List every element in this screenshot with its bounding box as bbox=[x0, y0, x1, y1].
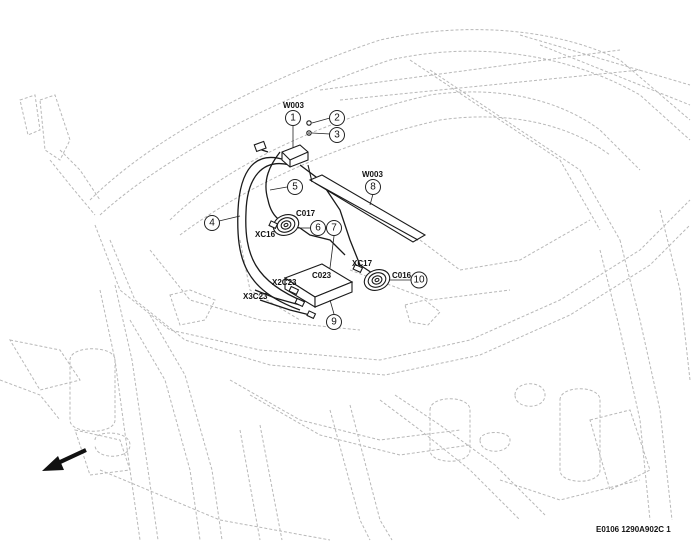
cab-ghost-outline bbox=[0, 29, 691, 541]
callout-1: 1 bbox=[285, 110, 301, 126]
plug-x3c23 bbox=[294, 297, 317, 320]
label-w003-top: W003 bbox=[283, 101, 304, 110]
callout-8: 8 bbox=[365, 179, 381, 195]
washer-fastener bbox=[306, 130, 312, 136]
callout-4: 4 bbox=[204, 215, 220, 231]
callout-9: 9 bbox=[326, 314, 342, 330]
svg-text:9: 9 bbox=[331, 317, 337, 328]
figure-reference-code: E0106 1290A902C 1 bbox=[596, 525, 671, 534]
svg-text:5: 5 bbox=[292, 182, 298, 193]
callout-6: 6 bbox=[310, 220, 326, 236]
svg-text:8: 8 bbox=[370, 182, 376, 193]
label-c017: C017 bbox=[296, 209, 316, 218]
svg-text:7: 7 bbox=[331, 223, 337, 234]
label-x2c23: X2C23 bbox=[272, 278, 297, 287]
label-w003-right: W003 bbox=[362, 170, 383, 179]
plug-xc16 bbox=[268, 220, 279, 230]
callout-2: 2 bbox=[329, 110, 345, 126]
label-xc16: XC16 bbox=[255, 230, 276, 239]
callout-3: 3 bbox=[329, 127, 345, 143]
speaker-c017 bbox=[272, 214, 300, 236]
svg-text:1: 1 bbox=[290, 113, 296, 124]
plug-x2c23 bbox=[288, 285, 300, 296]
label-x3c23: X3C23 bbox=[243, 292, 268, 301]
arrow-down-left-icon bbox=[42, 448, 87, 471]
svg-text:10: 10 bbox=[413, 275, 425, 286]
callout-5: 5 bbox=[287, 179, 303, 195]
svg-text:4: 4 bbox=[209, 218, 215, 229]
harness-strip bbox=[307, 164, 427, 243]
plug-xc17 bbox=[352, 263, 364, 274]
radio-unit-c023 bbox=[283, 263, 354, 308]
speaker-c016 bbox=[363, 269, 391, 291]
label-c016: C016 bbox=[392, 271, 412, 280]
label-xc17: XC17 bbox=[352, 259, 373, 268]
leader-lines bbox=[218, 117, 411, 315]
harness-connector-block bbox=[253, 140, 309, 168]
label-c023: C023 bbox=[312, 271, 332, 280]
callout-7: 7 bbox=[326, 220, 342, 236]
screw-fastener bbox=[306, 120, 312, 126]
svg-text:3: 3 bbox=[334, 130, 340, 141]
svg-text:6: 6 bbox=[315, 223, 321, 234]
svg-text:2: 2 bbox=[334, 113, 340, 124]
callout-10: 10 bbox=[410, 271, 428, 289]
